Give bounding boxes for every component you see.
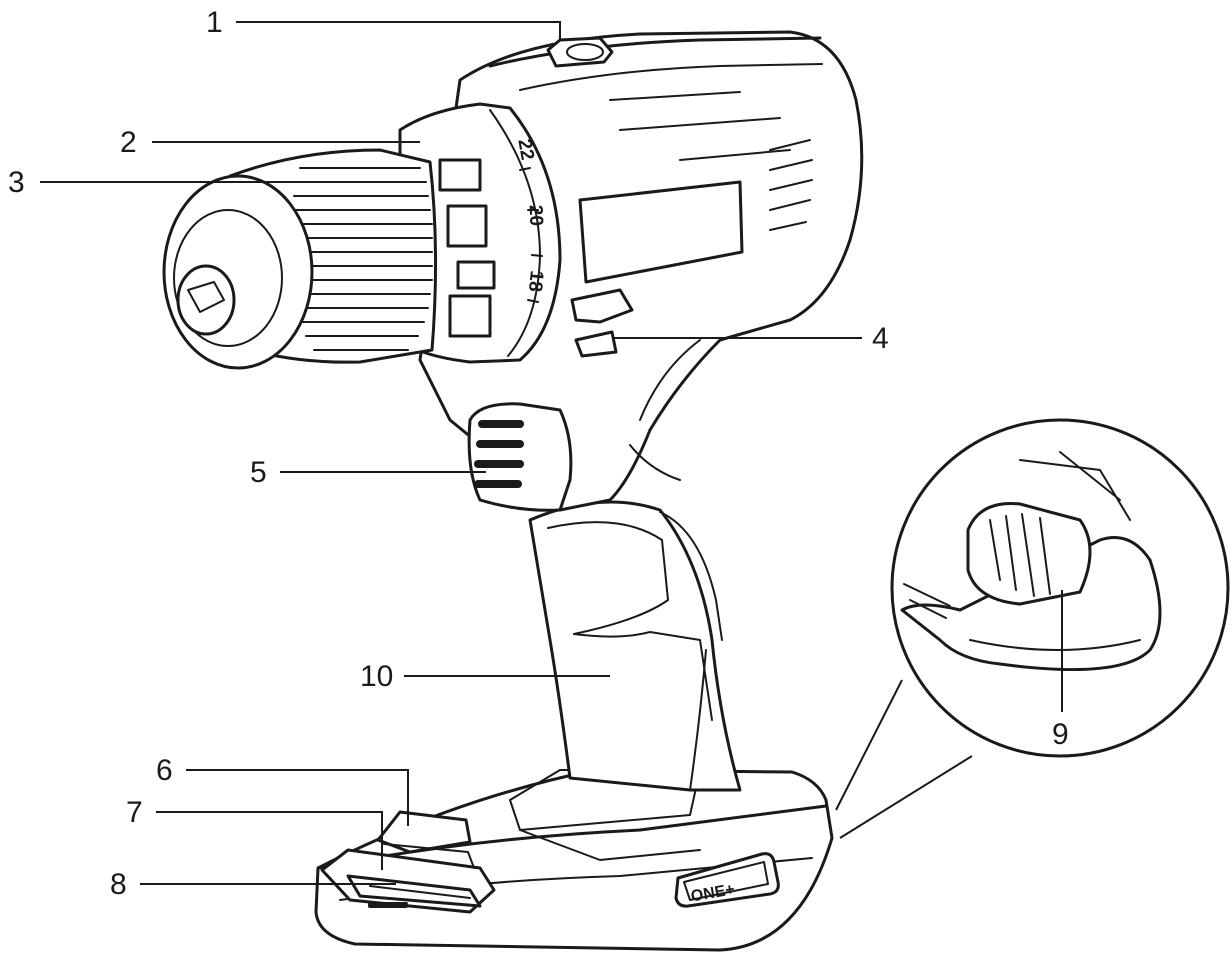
callout-6: 6	[156, 754, 409, 826]
trigger	[467, 402, 573, 512]
callout-label-9: 9	[1052, 718, 1069, 751]
clutch-mark-18: 18	[524, 270, 547, 293]
callout-7: 7	[126, 796, 383, 870]
callout-label-1: 1	[206, 6, 223, 39]
clutch-ring: 22 20 18	[398, 102, 562, 364]
callout-10: 10	[360, 660, 610, 693]
callout-label-5: 5	[250, 456, 267, 489]
callout-2: 2	[120, 126, 420, 159]
callout-5: 5	[250, 456, 486, 489]
callout-3: 3	[8, 166, 350, 199]
chuck	[162, 148, 438, 370]
callout-8: 8	[110, 868, 396, 901]
callout-label-4: 4	[872, 322, 889, 355]
handle	[528, 500, 742, 792]
callout-9: 9	[1052, 590, 1069, 751]
callout-label-8: 8	[110, 868, 127, 901]
detail-magnifier	[835, 418, 1230, 839]
callout-label-2: 2	[120, 126, 137, 159]
chuck-grip-lines	[291, 167, 433, 351]
callout-label-3: 3	[8, 166, 25, 199]
callout-label-6: 6	[156, 754, 173, 787]
clutch-mark-22: 22	[513, 137, 537, 161]
clutch-mark-20: 20	[525, 204, 547, 226]
callout-4: 4	[612, 322, 889, 355]
callout-label-10: 10	[360, 660, 393, 693]
callout-1: 1	[206, 6, 561, 40]
one-plus-badge: ONE+	[674, 852, 780, 908]
callout-label-7: 7	[126, 796, 143, 829]
